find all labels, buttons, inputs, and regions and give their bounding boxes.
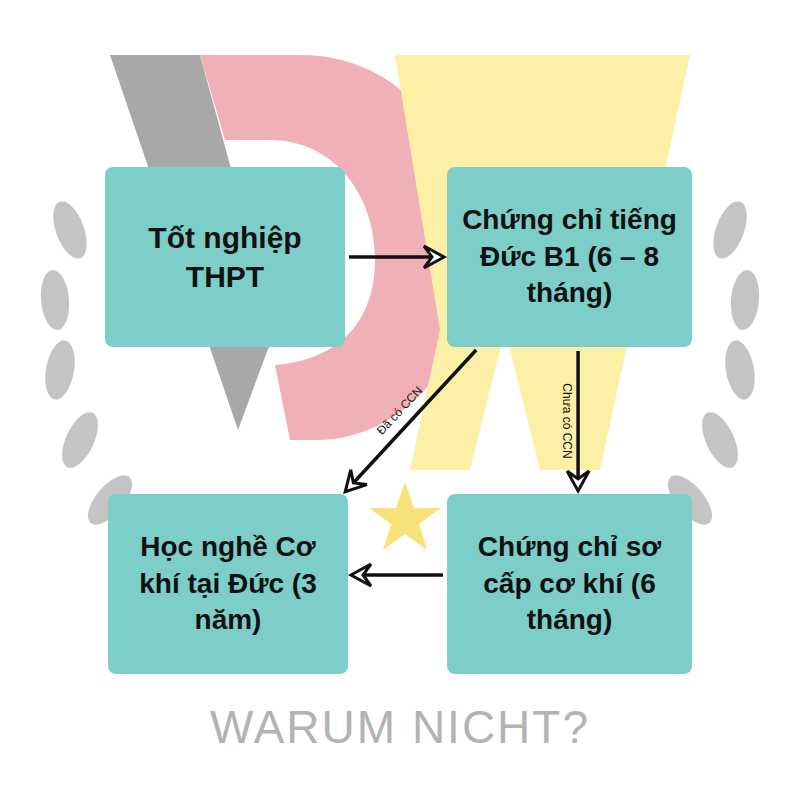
arrow-connector [351,564,443,586]
arrow-head [351,564,371,586]
process-box: Chứng chỉ sơ cấp cơ khí (6 tháng) [447,494,692,674]
connector-line [576,351,580,491]
box-text: Chứng chỉ tiếng Đức B1 (6 – 8 tháng) [459,202,680,311]
edge-label: Chưa có CCN [559,383,572,458]
arrow-connector [349,246,444,268]
box-text: Tốt nghiệp THPT [117,218,333,296]
edge-label: Đã có CCN [375,385,426,439]
watermark-text: WARUM NICHT? [0,700,800,754]
connector-line [345,350,476,492]
logo-yellow-w [395,55,690,470]
logo-star [369,482,441,550]
box-text: Chứng chỉ sơ cấp cơ khí (6 tháng) [459,529,680,638]
process-box: Tốt nghiệp THPT [105,167,345,347]
arrow-head [567,471,589,491]
arrow-head [345,470,367,492]
box-text: Học nghề Cơ khí tại Đức (3 năm) [120,529,336,638]
process-box: Học nghề Cơ khí tại Đức (3 năm) [108,494,348,674]
arrow-head [424,246,444,268]
arrow-connector [345,350,476,492]
process-box: Chứng chỉ tiếng Đức B1 (6 – 8 tháng) [447,167,692,347]
